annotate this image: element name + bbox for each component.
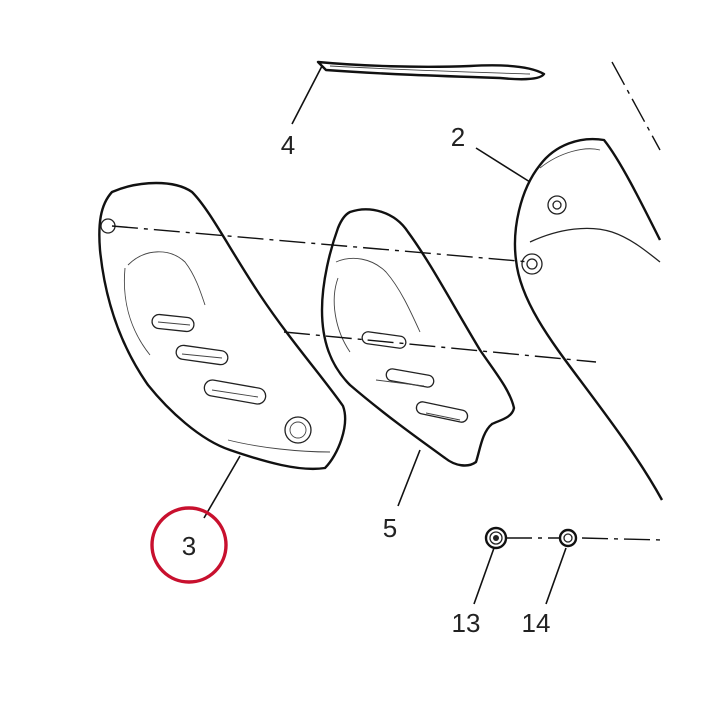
leader-line-4 — [291, 65, 323, 125]
axis-line-middle — [283, 331, 597, 363]
part-4-trim-strip[interactable] — [316, 60, 546, 81]
callout-13: 13 — [452, 608, 481, 638]
part-2-muffler-body[interactable] — [513, 137, 664, 501]
axis-line-upper — [111, 225, 531, 263]
leader-line-13 — [473, 547, 495, 605]
axis-line-upper-right — [611, 61, 661, 151]
callout-14: 14 — [522, 608, 551, 638]
axis-line-lower — [506, 537, 663, 541]
highlight-circle — [150, 506, 228, 584]
callout-3: 3 — [182, 531, 196, 561]
leader-line-2 — [475, 147, 531, 183]
callout-5: 5 — [383, 513, 397, 543]
part-14-washer[interactable] — [558, 528, 578, 548]
part-13-nut[interactable] — [484, 526, 508, 550]
part-3-outer-shield[interactable] — [98, 181, 347, 471]
leader-line-14 — [545, 547, 567, 605]
leader-line-5 — [397, 449, 421, 507]
callout-4: 4 — [281, 130, 295, 160]
callout-2: 2 — [451, 122, 465, 152]
leader-line-3 — [203, 455, 241, 519]
part-5-inner-shield[interactable] — [320, 208, 516, 467]
